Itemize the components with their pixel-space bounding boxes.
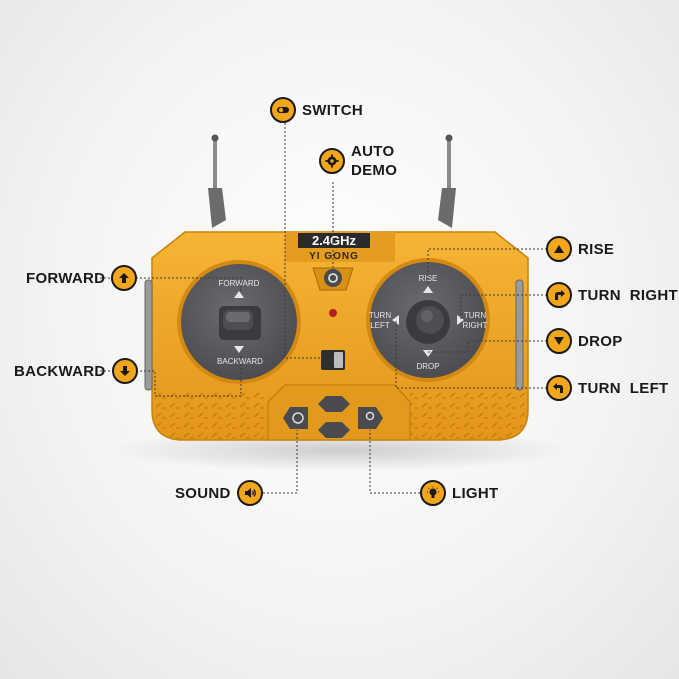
right-dial-right-arrow: [457, 315, 464, 325]
left-dial-up-arrow: [234, 291, 244, 298]
power-switch[interactable]: [321, 350, 345, 370]
left-dial-backward-label: BACKWARD: [217, 357, 263, 366]
light-button[interactable]: [358, 407, 383, 429]
right-dial-turn-left-label-2: LEFT: [370, 321, 390, 330]
toggle-icon: [270, 97, 296, 123]
callout-forward: FORWARD: [26, 265, 138, 291]
gear-icon: [319, 148, 345, 174]
callout-light: LIGHT: [420, 480, 499, 506]
arrow-down-icon: [111, 358, 138, 384]
sound-button-icon: [292, 412, 304, 424]
auto-demo-gear-icon: [328, 273, 338, 283]
right-side-bar: [515, 279, 524, 391]
light-button-icon: [365, 411, 375, 421]
right-antenna: [438, 134, 456, 228]
sound-button[interactable]: [283, 407, 308, 429]
tread-band: [155, 392, 268, 440]
left-joystick[interactable]: [219, 306, 261, 340]
callout-drop: DROP: [546, 328, 623, 354]
right-dial-down-arrow: [423, 350, 433, 357]
triangle-up-icon: [546, 236, 572, 262]
callout-backward-label: BACKWARD: [14, 362, 106, 380]
leader-lines: [100, 123, 547, 494]
frequency-plate: [298, 233, 370, 248]
callout-auto-demo-line1: AUTO: [351, 143, 395, 160]
bulb-icon: [420, 480, 446, 506]
right-dial-turn-left-label-1: TURN: [369, 311, 391, 320]
callout-backward: BACKWARD: [14, 358, 138, 384]
callout-switch: SWITCH: [270, 97, 363, 123]
triangle-down-icon: [546, 328, 572, 354]
left-side-bar: [144, 279, 153, 391]
callout-drop-label: DROP: [578, 332, 623, 350]
top-center-button[interactable]: [318, 396, 350, 412]
right-dial-up-arrow: [423, 286, 433, 293]
callout-turn-right: TURN RIGHT: [546, 282, 678, 308]
power-led: [329, 309, 337, 317]
callout-light-label: LIGHT: [452, 484, 499, 502]
left-antenna: [208, 134, 226, 228]
right-dial-turn-right-label-1: TURN: [464, 311, 486, 320]
arrow-up-icon: [111, 265, 138, 291]
callout-forward-label: FORWARD: [26, 269, 106, 287]
callout-turn-right-label: TURN RIGHT: [578, 286, 678, 304]
callout-rise: RISE: [546, 236, 614, 262]
speaker-icon: [236, 480, 263, 506]
left-dial-forward-label: FORWARD: [219, 279, 260, 288]
callout-auto-demo-line2: DEMO: [351, 162, 398, 179]
callout-switch-label: SWITCH: [302, 101, 363, 119]
callout-turn-left: TURN LEFT: [546, 375, 669, 401]
brand-label: YI GONG: [309, 251, 359, 262]
callout-sound: SOUND: [175, 480, 263, 506]
callout-auto-demo: AUTO DEMO: [319, 142, 397, 180]
left-dial-down-arrow: [234, 346, 244, 353]
turn-left-icon: [546, 375, 572, 401]
right-dial-turn-right-label-2: RIGHT: [463, 321, 488, 330]
callout-sound-label: SOUND: [175, 484, 231, 502]
callout-turn-left-label: TURN LEFT: [578, 379, 669, 397]
right-joystick[interactable]: [406, 300, 450, 344]
auto-demo-button[interactable]: [312, 267, 354, 291]
right-dial-left-arrow: [392, 315, 399, 325]
callout-rise-label: RISE: [578, 240, 615, 258]
bottom-center-button[interactable]: [318, 422, 350, 438]
turn-right-icon: [546, 282, 572, 308]
frequency-label: 2.4GHz: [312, 233, 357, 248]
right-dial-drop-label: DROP: [416, 362, 439, 371]
